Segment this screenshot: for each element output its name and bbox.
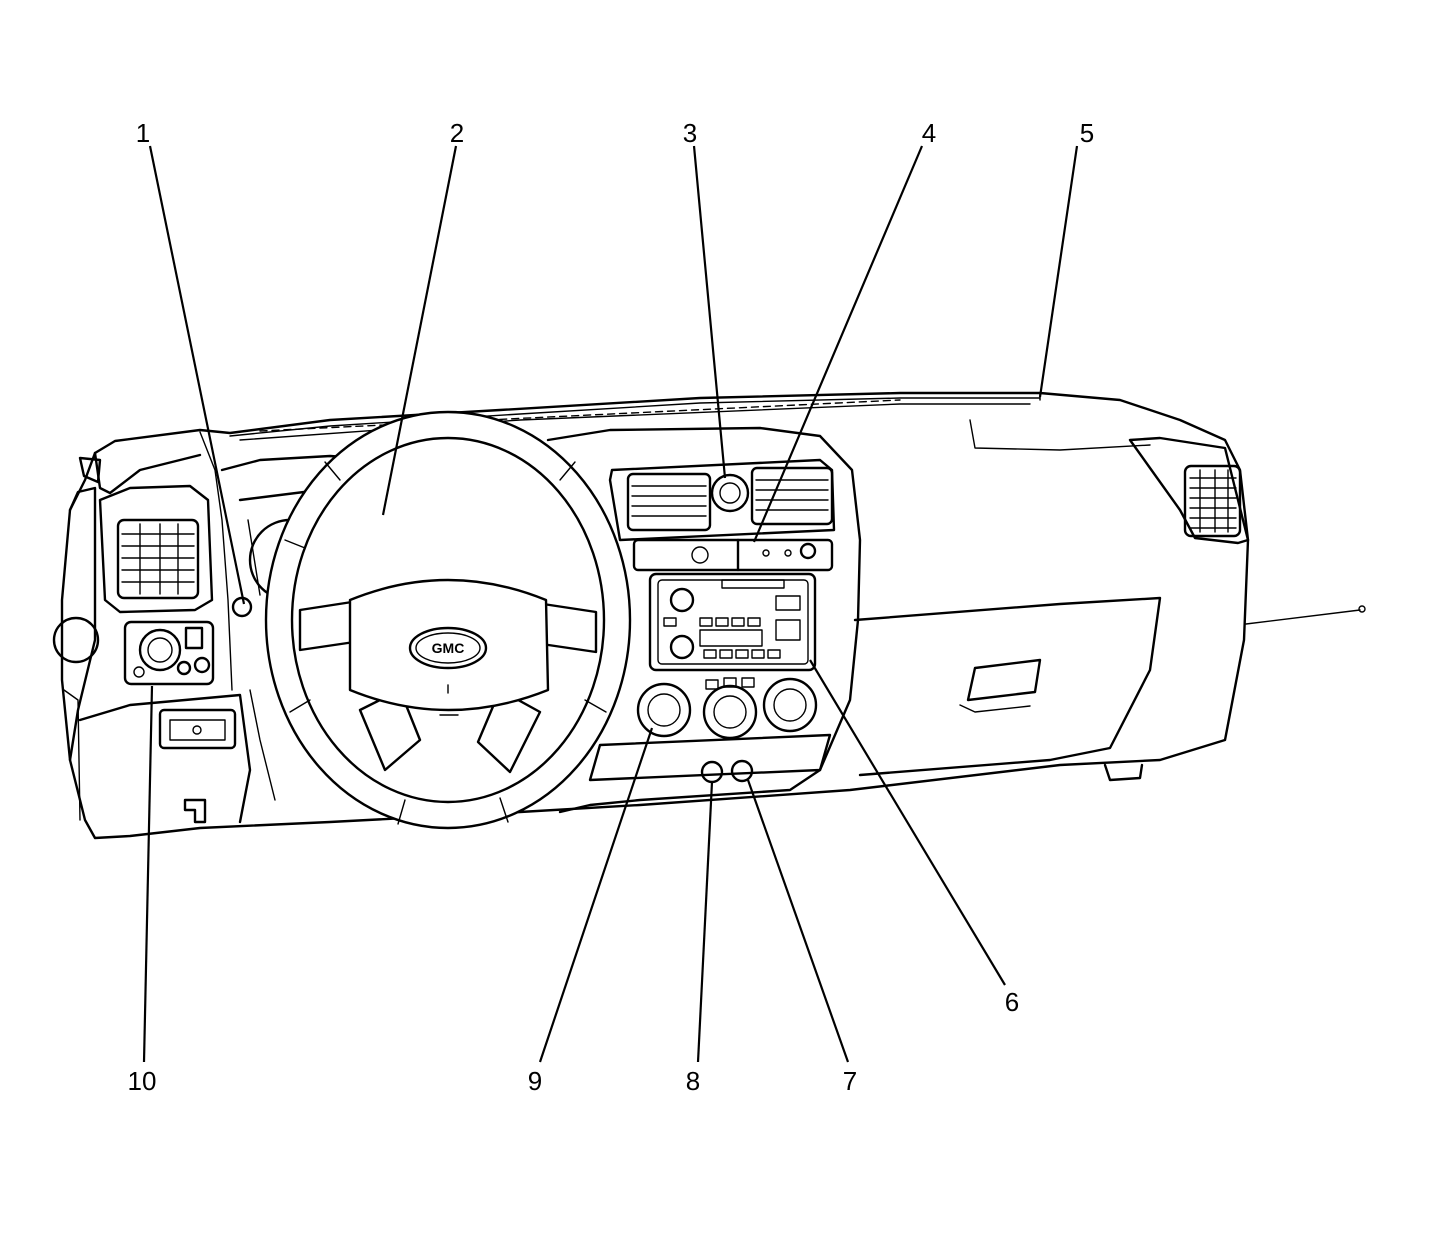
- callout-5: 5: [1080, 118, 1094, 148]
- callout-2: 2: [450, 118, 464, 148]
- leader-3: [692, 145, 727, 479]
- callout-10: 10: [128, 1066, 157, 1096]
- callout-8: 8: [686, 1066, 700, 1096]
- leader-7: [746, 779, 850, 1063]
- headlamp-switch: [123, 620, 215, 686]
- callout-7: 7: [843, 1066, 857, 1096]
- callout-6: 6: [1005, 987, 1019, 1017]
- leader-4: [752, 145, 924, 543]
- instrument-panel-body: [52, 391, 1366, 840]
- leader-6: [809, 659, 1006, 986]
- leader-9: [538, 727, 654, 1063]
- callout-3: 3: [683, 118, 697, 148]
- leader-2: [381, 145, 458, 516]
- steering-wheel-badge: GMC: [432, 640, 465, 656]
- callout-labels: 1 2 3 4 5 6 7 8 9 10: [128, 118, 1095, 1096]
- callout-1: 1: [136, 118, 150, 148]
- callout-4: 4: [922, 118, 936, 148]
- callout-9: 9: [528, 1066, 542, 1096]
- callout-leaders: [142, 145, 1079, 1063]
- center-stack: [546, 426, 862, 814]
- leader-8: [696, 781, 714, 1063]
- left-air-outlet: [98, 484, 214, 614]
- data-link-connector-cover: [158, 708, 237, 750]
- leader-10: [142, 685, 154, 1063]
- leader-1: [148, 145, 246, 605]
- steering-wheel: GMC: [264, 410, 632, 830]
- leader-5: [1038, 145, 1079, 398]
